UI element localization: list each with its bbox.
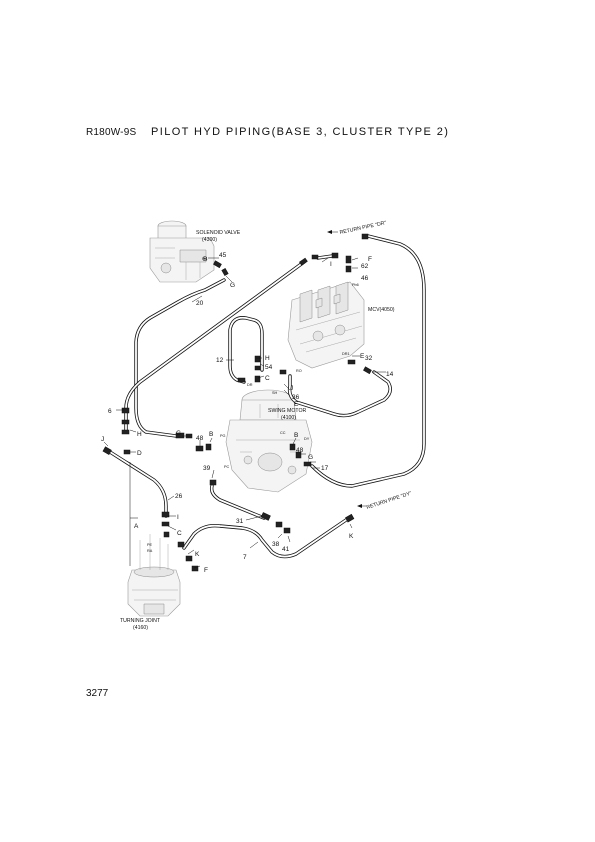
mcv-name: MCV(4050) [368, 307, 395, 313]
hose-26 [108, 450, 168, 518]
hose-12 [228, 316, 264, 384]
hose-20 [134, 278, 226, 438]
callout-12: 12 [216, 357, 224, 364]
port-ra: RA [147, 549, 153, 553]
callout-14: 14 [386, 371, 394, 378]
callout-48a: 48 [196, 435, 204, 442]
port-dy: DY [304, 437, 310, 441]
swing-motor-name: SWING MOTOR [268, 408, 306, 414]
callout-62: 62 [361, 263, 369, 270]
callout-K2: K [349, 533, 354, 540]
callout-41: 41 [282, 546, 290, 553]
callout-45: 45 [219, 252, 227, 259]
callout-G2: G [176, 430, 181, 437]
return-arrow-dy [357, 504, 366, 508]
return-arrow-dr [327, 230, 338, 234]
callout-G1: G [230, 282, 235, 289]
callout-J1: J [290, 385, 293, 392]
callout-B3: B [294, 432, 298, 439]
turning-joint-name: TURNING JOINT [120, 618, 161, 624]
return-pipe-dy-label: RETURN PIPE "DY" [366, 491, 413, 511]
callout-B1: B [203, 256, 207, 263]
hose-i-to-return [316, 254, 334, 260]
callout-26: 26 [175, 493, 183, 500]
callout-7: 7 [243, 554, 247, 561]
callout-38: 38 [272, 541, 280, 548]
turning-joint [127, 534, 181, 617]
callout-31: 31 [236, 518, 244, 525]
callout-32: 32 [365, 355, 373, 362]
callout-A1: A [134, 523, 139, 530]
callout-36: 36 [292, 394, 300, 401]
callout-39: 39 [203, 465, 211, 472]
hose-7 [182, 518, 348, 559]
page-number: 3277 [86, 688, 109, 699]
callout-20: 20 [196, 300, 204, 307]
main-control-valve [287, 281, 365, 369]
port-pc: PC [224, 465, 230, 469]
callout-B2: B [209, 431, 213, 438]
callout-K1: K [195, 551, 200, 558]
callout-J2: J [101, 436, 104, 443]
callout-D1: D [137, 450, 142, 457]
callout-E1: E [294, 401, 299, 408]
callout-48b: 48 [296, 447, 304, 454]
callout-I2: I [177, 514, 179, 521]
hose-31 [209, 484, 266, 520]
callout-F2: F [204, 567, 208, 574]
port-dr: DR [247, 383, 253, 387]
callout-6: 6 [108, 408, 112, 415]
leader-lines [103, 257, 386, 569]
port-pe: PE [147, 543, 153, 547]
solenoid-valve-name: SOLENOID VALVE [196, 230, 241, 236]
hose-14 [287, 370, 392, 418]
callout-H1: H [265, 355, 270, 362]
model-code: R180W-9S [86, 127, 137, 138]
turning-joint-code: (4160) [133, 625, 148, 631]
hose-17 [310, 234, 426, 488]
callout-54: 54 [265, 364, 273, 371]
fittings [102, 233, 372, 572]
callout-C2: C [177, 530, 182, 537]
port-pg: PG [220, 434, 226, 438]
port-sh: SH [272, 391, 278, 395]
swing-motor [225, 389, 313, 493]
port-dr1: DR1 [342, 352, 350, 356]
callout-F1: F [368, 256, 372, 263]
callout-17: 17 [321, 465, 329, 472]
swing-motor-code: (4100) [281, 415, 296, 421]
return-pipe-dr-label: RETURN PIPE "DR" [339, 220, 387, 236]
callout-E2: E [360, 353, 365, 360]
page-title: PILOT HYD PIPING(BASE 3, CLUSTER TYPE 2) [151, 126, 450, 138]
port-pb6: Pb6 [352, 283, 359, 287]
callout-G3: G [308, 454, 313, 461]
port-cc: CC [280, 431, 286, 435]
port-pi4: Pi4 [202, 257, 208, 261]
port-ro: RO [296, 369, 302, 373]
callout-C1: C [265, 375, 270, 382]
callout-I1: I [330, 261, 332, 268]
callout-46: 46 [361, 275, 369, 282]
solenoid-valve-code: (4300) [202, 237, 217, 243]
solenoid-valve [149, 220, 215, 283]
callout-H2: H [137, 431, 142, 438]
